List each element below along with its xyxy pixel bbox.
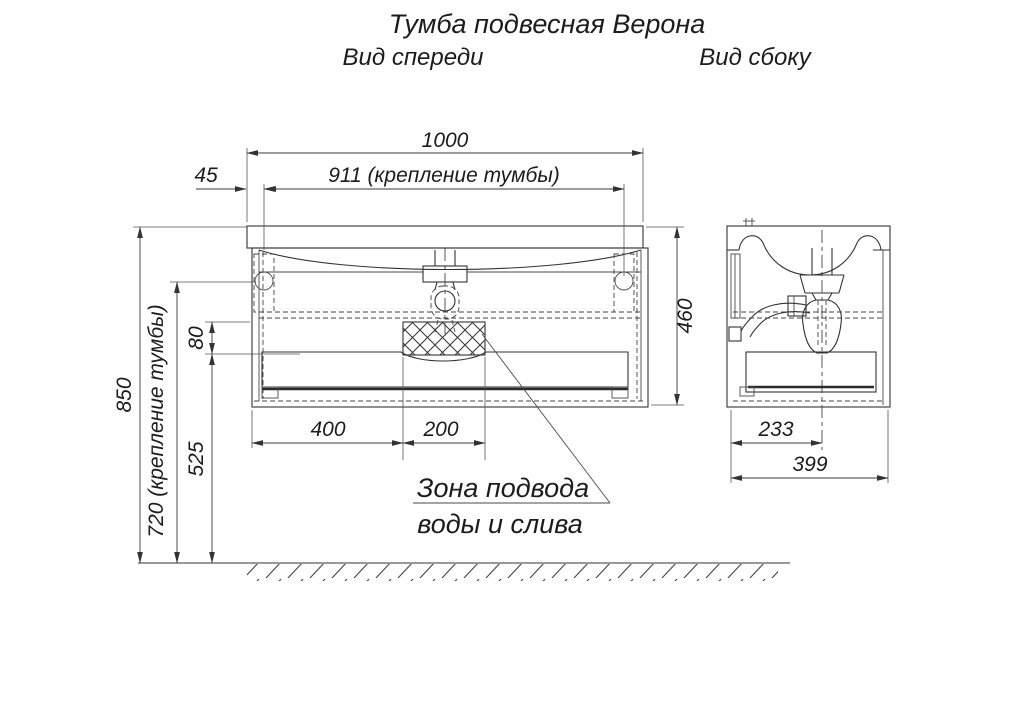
front-view-drawing [246, 225, 649, 408]
dim-depth-overall: 399 [792, 453, 827, 476]
side-drawer [739, 351, 877, 397]
side-view-label: Вид сбоку [699, 44, 812, 71]
front-basin-curve [258, 249, 642, 271]
front-countertop [246, 225, 644, 249]
dim-floor-gap: 525 [185, 441, 208, 476]
dim-cabinet-height: 460 [674, 298, 697, 333]
dim-mount-offset: 45 [194, 164, 218, 187]
dim-width-mount: 911 (крепление тумбы) [328, 164, 560, 187]
dim-width-overall: 1000 [422, 129, 469, 152]
side-basin-profile [738, 235, 882, 276]
front-cabinet-body [251, 247, 649, 408]
side-dimensions: 233 399 [730, 410, 889, 483]
front-dimensions: 1000 911 (крепление тумбы) 45 850 720 (к… [113, 129, 697, 564]
dim-depth-mount: 233 [757, 418, 793, 441]
side-drain-siphon [787, 248, 845, 354]
annotation-line1: Зона подвода [417, 473, 589, 503]
front-view-label: Вид спереди [343, 44, 484, 71]
side-drain-pipe [728, 302, 811, 342]
dim-zone-left: 400 [310, 418, 345, 441]
side-view-drawing [726, 218, 891, 450]
dim-height-mount: 720 (крепление тумбы) [145, 304, 168, 537]
ground-line [138, 562, 790, 581]
page-title: Тумба подвесная Верона [389, 9, 706, 39]
side-cabinet-body [726, 225, 891, 408]
leader-line [481, 333, 611, 504]
dim-zone-height: 80 [185, 326, 208, 350]
ground-hatch [247, 564, 778, 581]
water-zone-annotation: Зона подвода воды и слива [413, 333, 611, 539]
dim-height-overall: 850 [113, 377, 136, 412]
annotation-line2: воды и слива [417, 509, 583, 539]
front-drawer [261, 351, 629, 399]
dim-zone-width: 200 [422, 418, 458, 441]
front-mount-bracket-left [253, 253, 275, 313]
side-fixing-screw [743, 218, 755, 226]
side-wall-bracket [730, 253, 741, 319]
front-drain-siphon [422, 248, 468, 334]
water-zone-hatch [402, 321, 486, 356]
